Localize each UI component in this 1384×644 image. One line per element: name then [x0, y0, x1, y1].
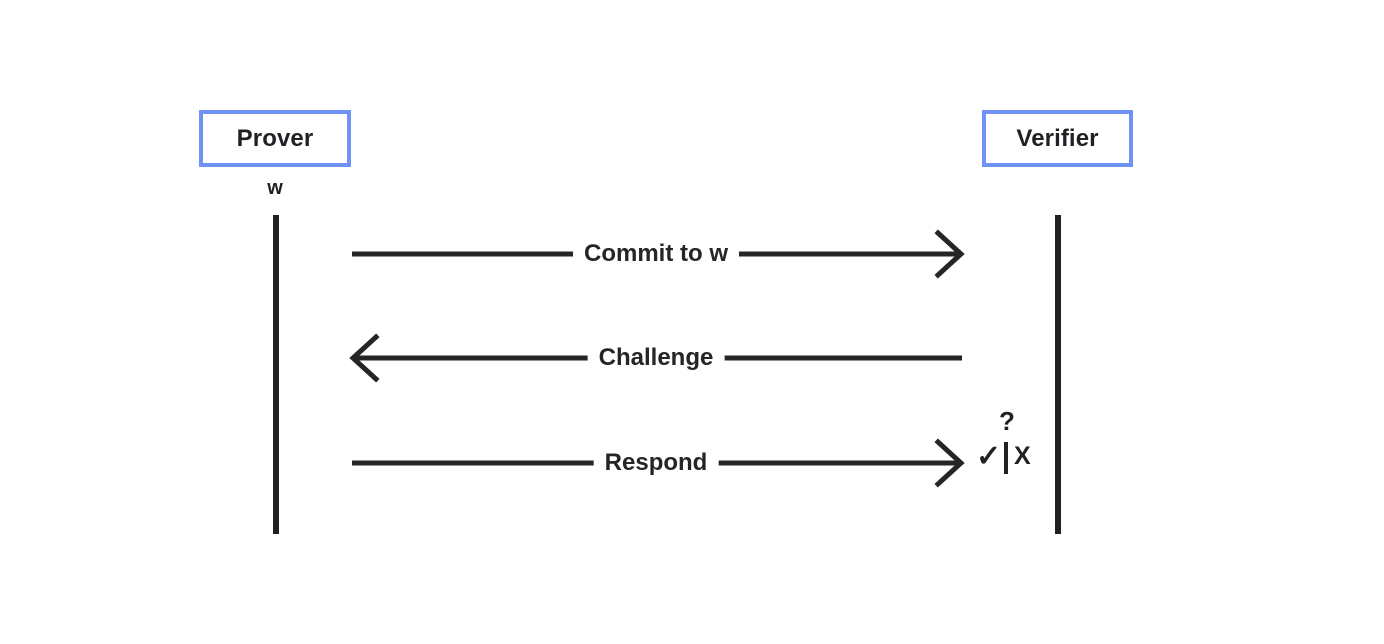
- message-label-commit: Commit to w: [573, 242, 739, 266]
- actor-box-verifier[interactable]: Verifier: [982, 110, 1133, 167]
- outcome-separator-icon: [1004, 442, 1008, 474]
- verification-outcome-group: ? ✓ X: [971, 408, 1043, 480]
- question-mark-icon: ?: [999, 406, 1015, 436]
- actor-label-prover: Prover: [236, 124, 314, 152]
- checkmark-icon: ✓: [976, 440, 1002, 473]
- arrowhead-right-commit: [934, 229, 965, 279]
- actor-box-prover[interactable]: Prover: [199, 110, 351, 167]
- message-label-challenge: Challenge: [587, 346, 725, 370]
- arrowhead-right-respond: [934, 438, 965, 488]
- actor-label-verifier: Verifier: [1016, 124, 1099, 152]
- message-label-respond: Respond: [593, 451, 719, 475]
- arrowhead-left-challenge: [349, 333, 380, 383]
- cross-icon: X: [1014, 442, 1031, 470]
- prover-witness-label: w: [267, 177, 283, 199]
